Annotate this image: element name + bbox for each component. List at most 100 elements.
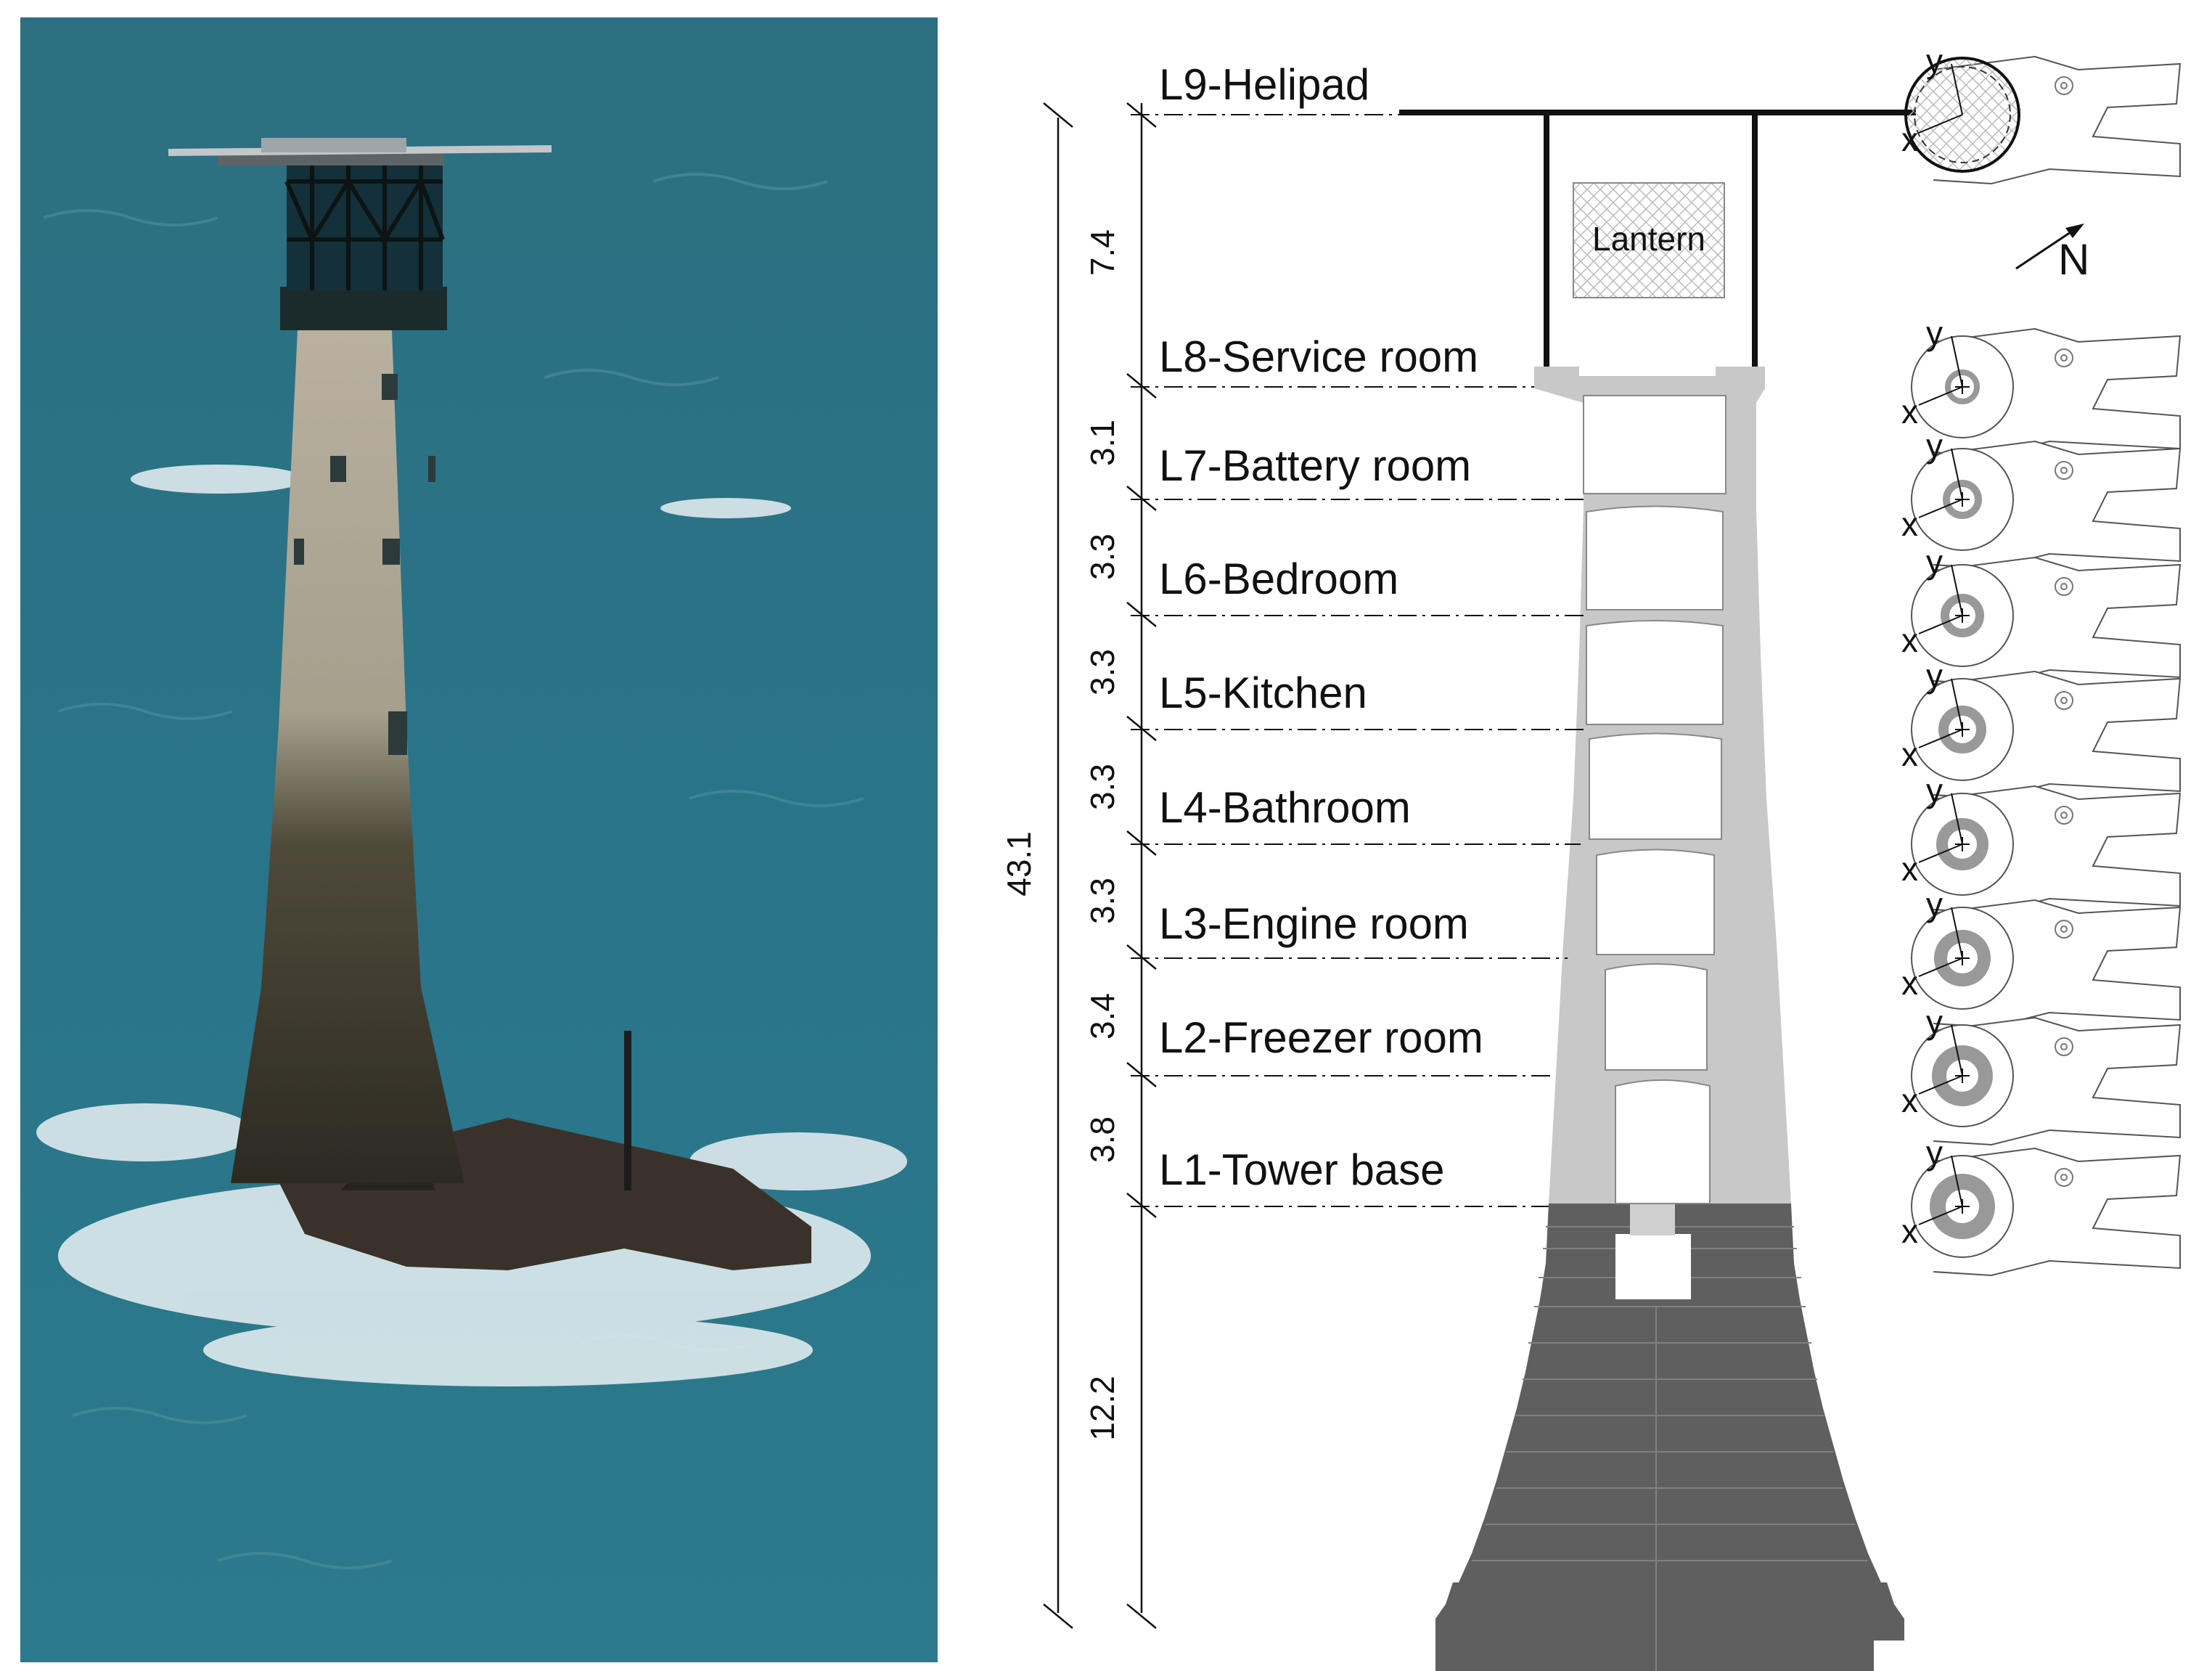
marker-circle — [2055, 76, 2073, 95]
helipad-deck — [168, 138, 552, 166]
dimension-lines — [1043, 102, 1157, 1629]
x-axis-label: x — [1901, 505, 1918, 543]
mast — [624, 1031, 631, 1190]
tower-plan-ring — [1936, 818, 1988, 870]
x-axis-label: x — [1901, 735, 1918, 773]
dim-total: 43.1 — [1000, 831, 1038, 896]
floor-plan-l4: xy — [1901, 772, 2182, 915]
dim-l2-l3: 3.4 — [1084, 993, 1121, 1039]
dim-l7-l8: 3.1 — [1084, 420, 1121, 466]
y-axis-label: y — [1926, 772, 1943, 809]
tower-plan-ring — [1930, 1174, 1995, 1239]
marker-circle — [2055, 577, 2073, 596]
marker-circle — [2055, 920, 2073, 939]
tower-plan-ring — [1945, 369, 1980, 404]
lantern-label: Lantern — [1592, 220, 1705, 258]
dim-l4-l5: 3.3 — [1084, 764, 1121, 810]
y-axis-line — [1951, 1155, 1963, 1207]
x-axis-line — [1918, 114, 1963, 134]
marker-circle — [2055, 348, 2073, 367]
marker-dot — [2060, 1043, 2068, 1050]
marker-circle — [2055, 806, 2073, 825]
y-axis-line — [1951, 448, 1963, 500]
floor-plan-l9: xy — [1901, 42, 2182, 185]
base-void — [1615, 1234, 1691, 1299]
level-label-l3: L3-Engine room — [1159, 899, 1469, 948]
lantern-gallery — [280, 160, 447, 330]
marker-circle — [2055, 1037, 2073, 1056]
room-voids — [1583, 395, 1726, 1204]
north-arrow: N — [2015, 224, 2089, 284]
section-drawing: Lantern — [1000, 42, 2182, 1671]
dimension-values: 7.4 3.1 3.3 3.3 3.3 3.3 3.4 3.8 12.2 43.… — [1000, 229, 1121, 1441]
floor-plan-l2: xy — [1901, 1003, 2182, 1146]
lighthouse-photo — [20, 17, 938, 1662]
marker-dot — [2060, 697, 2068, 704]
y-axis-label: y — [1926, 1003, 1943, 1041]
x-axis-line — [1918, 729, 1963, 748]
level-leader-lines — [1131, 114, 1584, 1207]
x-axis-line — [1918, 499, 1963, 518]
floor-plan-l7: xy — [1901, 427, 2182, 570]
y-axis-line — [1951, 335, 1963, 388]
y-axis-label: y — [1926, 1134, 1943, 1172]
x-axis-label: x — [1901, 850, 1918, 888]
y-axis-line — [1951, 1024, 1963, 1076]
marker-circle — [2055, 691, 2073, 710]
floor-plan-l5: xy — [1901, 657, 2182, 800]
marker-dot — [2060, 354, 2068, 361]
helipad-structure — [1399, 110, 1916, 367]
tower-plan-ring — [1934, 930, 1991, 986]
dim-base: 12.2 — [1084, 1376, 1121, 1441]
y-axis-label: y — [1926, 657, 1943, 695]
floor-plan-l1: xy — [1901, 1134, 2182, 1277]
marker-dot — [2060, 1174, 2068, 1181]
level-label-l8: L8-Service room — [1159, 332, 1478, 381]
dim-l8-l9: 7.4 — [1084, 229, 1121, 276]
x-axis-label: x — [1901, 1212, 1918, 1250]
x-axis-line — [1918, 957, 1963, 977]
x-axis-line — [1918, 1075, 1963, 1095]
x-axis-line — [1918, 386, 1963, 406]
x-axis-line — [1918, 615, 1963, 634]
base-entrance — [1630, 1204, 1675, 1235]
x-axis-label: x — [1901, 393, 1918, 430]
marker-dot — [2060, 812, 2068, 819]
dim-l5-l6: 3.3 — [1084, 649, 1121, 695]
y-axis-label: y — [1926, 42, 1943, 80]
tower-plan-ring — [1941, 594, 1984, 637]
x-axis-label: x — [1901, 621, 1918, 659]
marker-circle — [2055, 461, 2073, 480]
floor-plan-l3: xy — [1901, 886, 2182, 1029]
dim-l6-l7: 3.3 — [1084, 534, 1121, 580]
y-axis-label: y — [1926, 427, 1943, 465]
x-axis-line — [1918, 843, 1963, 863]
level-label-l7: L7-Battery room — [1159, 441, 1471, 490]
level-label-l9: L9-Helipad — [1159, 60, 1369, 109]
level-label-l4: L4-Bathroom — [1159, 783, 1411, 832]
x-axis-label: x — [1901, 120, 1918, 158]
tower-windows — [294, 374, 435, 755]
marker-dot — [2060, 82, 2068, 89]
level-labels: L9-Helipad L8-Service room L7-Battery ro… — [1159, 60, 1483, 1194]
marker-dot — [2060, 926, 2068, 933]
level-label-l1: L1-Tower base — [1159, 1145, 1445, 1194]
x-axis-label: x — [1901, 1082, 1918, 1119]
x-axis-label: x — [1901, 964, 1918, 1002]
marker-dot — [2060, 467, 2068, 474]
marker-circle — [2055, 1168, 2073, 1187]
lantern-box: Lantern — [1573, 182, 1725, 298]
dim-l3-l4: 3.3 — [1084, 878, 1121, 924]
x-axis-line — [1918, 1206, 1963, 1225]
floor-plan-l6: xy — [1901, 543, 2182, 686]
y-axis-line — [1951, 564, 1963, 616]
level-label-l2: L2-Freezer room — [1159, 1013, 1483, 1062]
y-axis-line — [1951, 678, 1963, 730]
marker-dot — [2060, 583, 2068, 590]
helipad-inner-ring — [1914, 66, 2011, 163]
tower-base-masonry — [1435, 1204, 1904, 1671]
dim-l1-l2: 3.8 — [1084, 1116, 1121, 1163]
floor-plan-l8: xy — [1901, 314, 2182, 457]
